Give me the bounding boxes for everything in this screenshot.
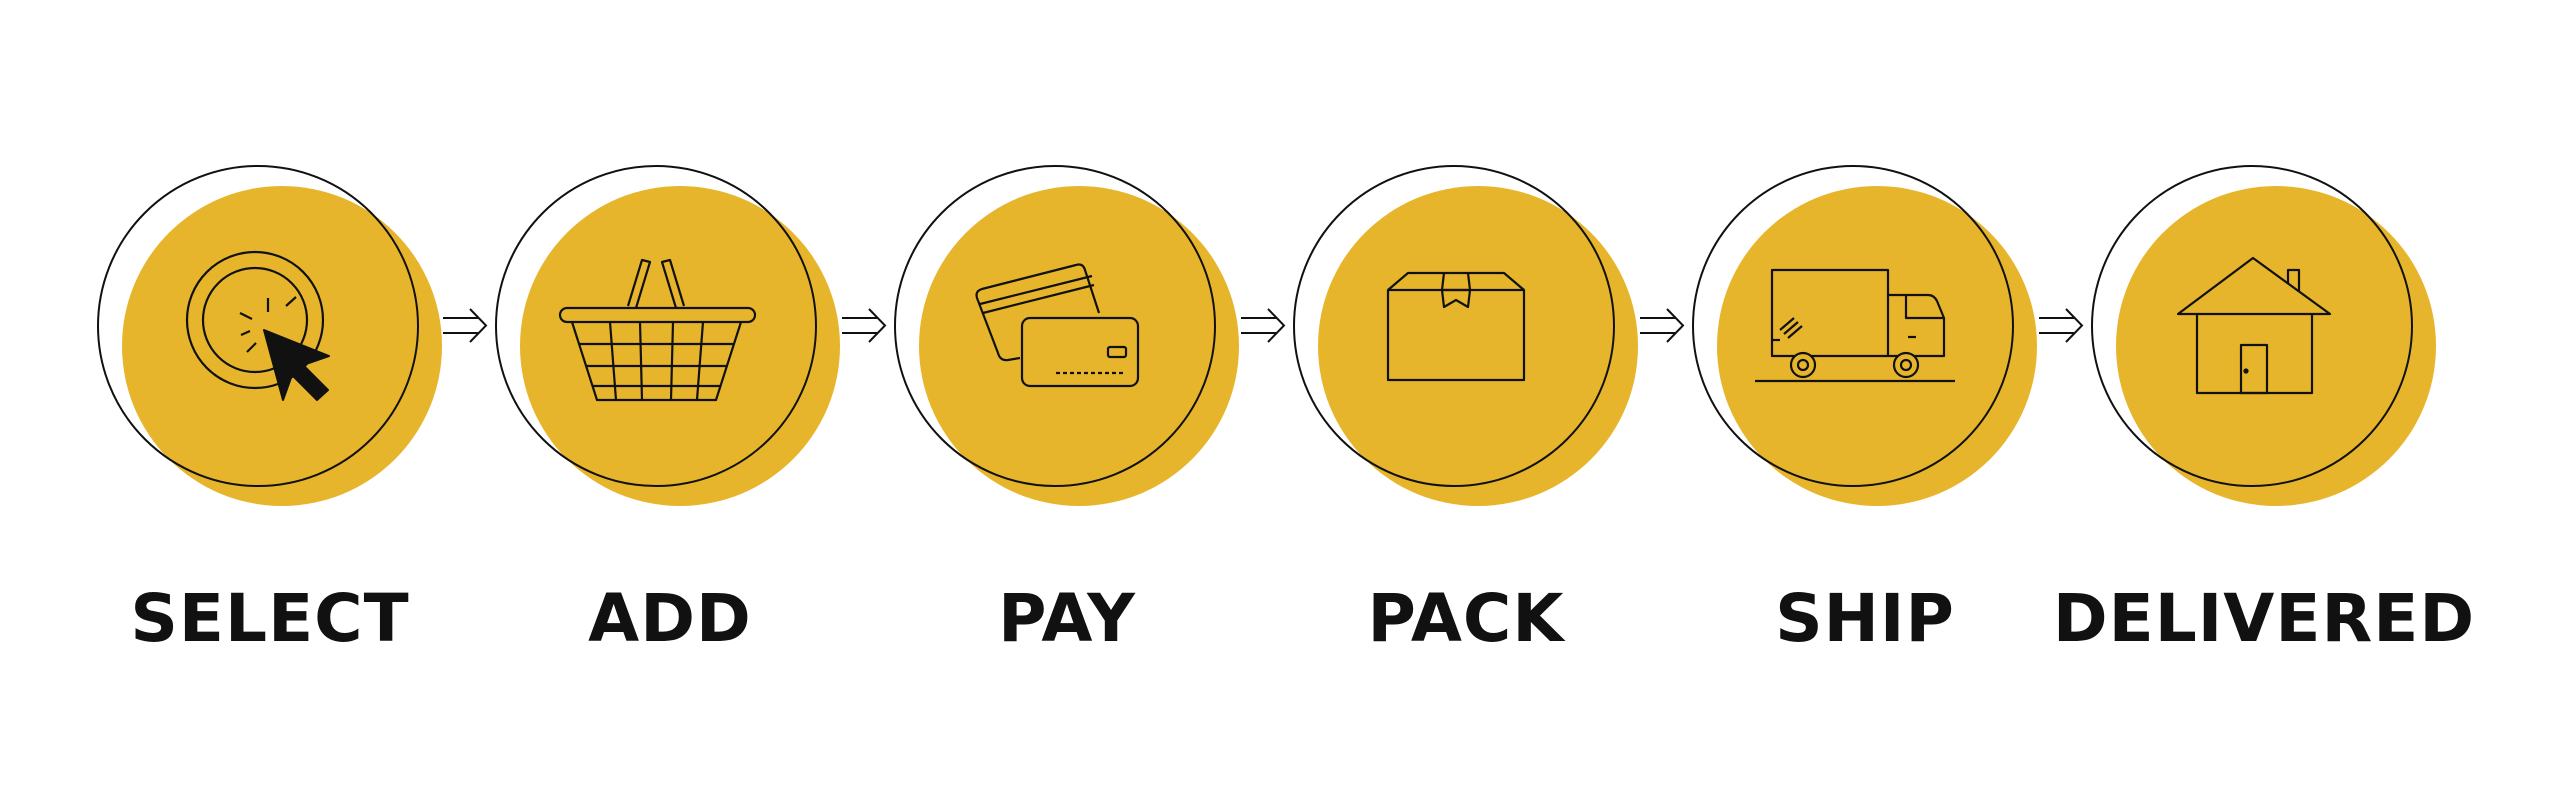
step-select-label: SELECT bbox=[130, 580, 409, 657]
step-delivered-fill-circle bbox=[2116, 186, 2436, 506]
step-add-outline-circle bbox=[495, 165, 817, 487]
step-pack-fill-circle bbox=[1318, 186, 1638, 506]
cursor-click-icon bbox=[185, 250, 330, 401]
credit-cards-icon bbox=[975, 263, 1140, 388]
delivery-truck-icon bbox=[1755, 268, 1955, 383]
step-add: ADD bbox=[495, 165, 840, 657]
step-pay-fill-circle bbox=[919, 186, 1239, 506]
shopping-basket-icon bbox=[558, 258, 757, 402]
step-pay: PAY bbox=[894, 165, 1239, 657]
package-box-icon bbox=[1386, 271, 1526, 382]
step-delivered: DELIVERED bbox=[2053, 165, 2475, 657]
step-delivered-label: DELIVERED bbox=[2053, 580, 2475, 657]
step-ship-fill-circle bbox=[1717, 186, 2037, 506]
step-pay-label: PAY bbox=[998, 580, 1136, 657]
step-pack-outline-circle bbox=[1293, 165, 1615, 487]
double-arrow-icon bbox=[2039, 308, 2084, 343]
step-delivered-outline-circle bbox=[2091, 165, 2413, 487]
step-add-fill-circle bbox=[520, 186, 840, 506]
double-arrow-icon bbox=[1640, 308, 1685, 343]
double-arrow-icon bbox=[842, 308, 887, 343]
house-icon bbox=[2176, 256, 2332, 395]
double-arrow-icon bbox=[1241, 308, 1286, 343]
step-pack: PACK bbox=[1293, 165, 1638, 657]
step-ship-outline-circle bbox=[1692, 165, 2014, 487]
double-arrow-icon bbox=[443, 308, 488, 343]
step-add-label: ADD bbox=[588, 580, 752, 657]
step-ship: SHIP bbox=[1692, 165, 2037, 657]
step-select: SELECT bbox=[97, 165, 442, 657]
step-ship-label: SHIP bbox=[1775, 580, 1955, 657]
step-pay-outline-circle bbox=[894, 165, 1216, 487]
step-select-outline-circle bbox=[97, 165, 419, 487]
step-pack-label: PACK bbox=[1368, 580, 1567, 657]
